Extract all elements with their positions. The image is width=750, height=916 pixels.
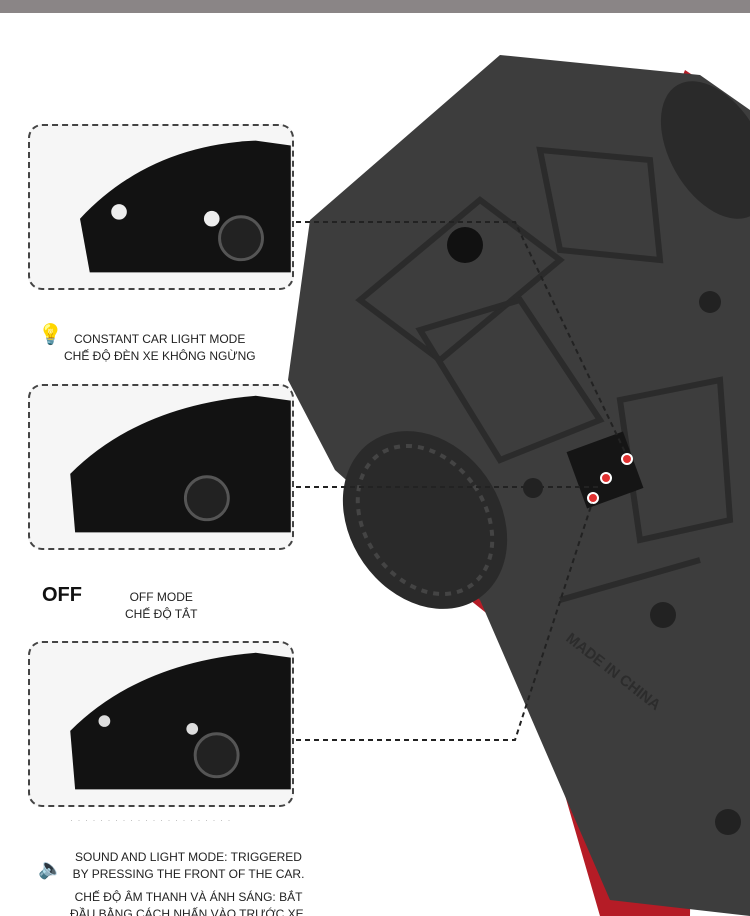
- sound-light-label: SOUND AND LIGHT MODE: TRIGGERED BY PRESS…: [70, 849, 307, 916]
- lightbulb-icon: 💡: [38, 324, 63, 346]
- tire-front: [660, 81, 750, 219]
- faded-text: · · · · · · · · · · · · · · · · · · · · …: [70, 815, 232, 825]
- constant-light-label: CONSTANT CAR LIGHT MODE CHẾ ĐỘ ĐÈN XE KH…: [64, 331, 256, 365]
- indicator-dot: [600, 472, 612, 484]
- indicator-dot: [587, 492, 599, 504]
- off-label: OFF MODE CHẾ ĐỘ TẮT: [125, 589, 197, 623]
- label-en: CONSTANT CAR LIGHT MODE: [74, 332, 246, 346]
- label-vi: ĐẦU BẰNG CÁCH NHẤN VÀO TRƯỚC XE.: [70, 907, 308, 916]
- tire-rear: [342, 431, 508, 609]
- off-heading: OFF: [42, 584, 82, 606]
- chassis: [288, 55, 750, 916]
- label-en: OFF MODE: [129, 590, 193, 604]
- speaker-icon: 🔈: [38, 858, 63, 880]
- label-vi: CHẾ ĐỘ ĐÈN XE KHÔNG NGỪNG: [64, 349, 256, 363]
- callout-lines: [296, 221, 626, 741]
- label-en: BY PRESSING THE FRONT OF THE CAR.: [72, 867, 305, 881]
- car-photo-sound-light: [28, 641, 294, 807]
- indicator-dot: [621, 453, 633, 465]
- label-en: SOUND AND LIGHT MODE: TRIGGERED: [75, 850, 302, 864]
- car-photo-off: [28, 384, 294, 550]
- car-photo-constant-light: [28, 124, 294, 290]
- label-vi: CHẾ ĐỘ ÂM THANH VÀ ÁNH SÁNG: BẮT: [74, 890, 303, 904]
- top-strip: [0, 0, 750, 13]
- label-vi: CHẾ ĐỘ TẮT: [125, 607, 198, 621]
